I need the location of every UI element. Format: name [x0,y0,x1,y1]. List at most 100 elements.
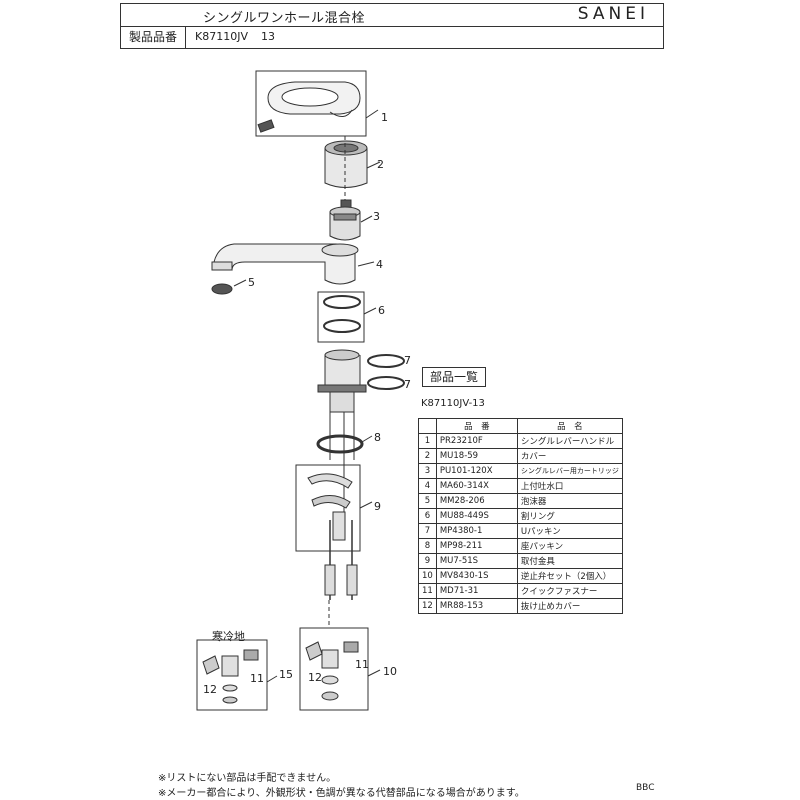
callout-3: 3 [373,210,380,223]
cold-region-label: 寒冷地 [212,629,245,643]
header-model-row: 製品品番 K87110JV 13 [120,26,664,49]
row-code: MA60-314X [435,478,518,494]
row-code: PU101-120X [435,463,518,479]
callout-7a: 7 [404,354,411,367]
split-ring-frame [317,291,365,343]
callout-5: 5 [248,276,255,289]
handle-frame [255,70,367,137]
row-name: 座パッキン [516,538,623,554]
row-no: 10 [418,568,437,584]
row-no: 12 [418,598,437,614]
parts-list-title: 部品一覧 [422,367,486,387]
row-code: PR23210F [435,433,518,449]
hose-end-right [346,564,358,596]
callout-9: 9 [374,500,381,513]
header-no [418,418,437,434]
row-code: MD71-31 [435,583,518,599]
cover-part [324,140,368,188]
model-number: K87110JV [195,30,248,43]
row-name: 泡沫器 [516,493,623,509]
seat-packing-part [316,434,364,454]
row-code: MM28-206 [435,493,518,509]
row-code: MU7-51S [435,553,518,569]
header-code: 品 番 [435,418,518,434]
callout-12-left: 12 [203,683,217,696]
callout-11-right: 11 [355,658,369,671]
cold-region-part [202,649,259,704]
note-substitute-parts: ※メーカー都合により、外観形状・色調が異なる代替部品になる場合があります。 [158,788,525,799]
row-name: クイックファスナー [516,583,623,599]
callout-8: 8 [374,431,381,444]
hose-end-left [324,564,336,596]
row-name: シングルレバーハンドル [516,433,623,449]
aerator-part [211,283,233,295]
u-packing-upper [367,354,405,368]
header-title-row: シングルワンホール混合栓 SANEI [120,3,664,27]
parts-table-header: 品 番 品 名 [418,418,623,434]
handle-part [257,81,361,133]
callout-4: 4 [376,258,383,271]
callout-2: 2 [377,158,384,171]
footer-code: BBC [636,783,655,793]
split-ring-lower [323,319,361,333]
product-title: シングルワンホール混合栓 [203,11,366,26]
callout-1: 1 [381,111,388,124]
row-no: 11 [418,583,437,599]
row-code: MP4380-1 [435,523,518,539]
row-no: 2 [418,448,437,464]
callout-7b: 7 [404,378,411,391]
row-code: MU18-59 [435,448,518,464]
row-name: 逆止弁セット（2個入） [516,568,623,584]
spout-part [211,243,359,285]
row-code: MR88-153 [435,598,518,614]
check-valve-frame [299,627,369,711]
header-name: 品 名 [516,418,623,434]
row-name: 抜け止めカバー [516,598,623,614]
row-no: 8 [418,538,437,554]
row-name: シングルレバー用カートリッジ [516,463,623,479]
row-name: 取付金具 [516,553,623,569]
row-name: 上付吐水口 [516,478,623,494]
u-packing-lower [367,376,405,390]
cold-region-frame [196,639,268,711]
check-valve-part [305,641,359,701]
row-no: 3 [418,463,437,479]
callout-6: 6 [378,304,385,317]
body-part [317,349,367,520]
row-name: 割リング [516,508,623,524]
row-no: 5 [418,493,437,509]
header: シングルワンホール混合栓 SANEI 製品品番 K87110JV 13 [120,3,664,49]
row-code: MV8430-1S [435,568,518,584]
row-code: MP98-211 [435,538,518,554]
row-no: 7 [418,523,437,539]
callout-11-left: 11 [250,672,264,685]
row-no: 1 [418,433,437,449]
note-unlisted-parts: ※リストにない部品は手配できません。 [158,773,337,784]
model-code: 13 [261,30,275,43]
callout-10: 10 [383,665,397,678]
row-no: 6 [418,508,437,524]
callout-15: 15 [279,668,293,681]
cartridge-part [329,199,361,241]
split-ring-upper [323,295,361,309]
bracket-part [307,473,353,541]
model-label: 製品品番 [121,26,186,48]
row-code: MU88-449S [435,508,518,524]
row-name: カバー [516,448,623,464]
parts-list-model: K87110JV-13 [421,398,485,409]
callout-12-right: 12 [308,671,322,684]
row-no: 4 [418,478,437,494]
